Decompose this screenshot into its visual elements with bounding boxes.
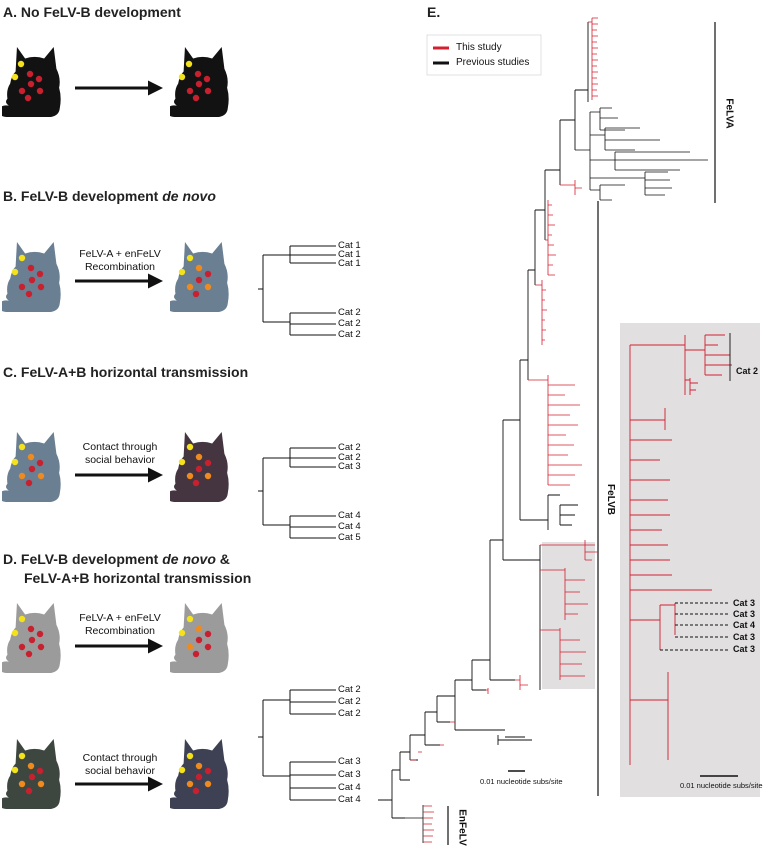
panel-e-letter: E. (427, 4, 441, 20)
panel-d-leaf: Cat 2 (338, 696, 361, 707)
panel-d-cat-bottomleft (2, 738, 61, 809)
inset-label: Cat 3 (733, 632, 756, 642)
inset-label: Cat 3 (733, 598, 756, 608)
panel-c-leaf: Cat 2 (338, 452, 361, 463)
enfelv-cluster (405, 721, 455, 843)
panel-d-heading-line2: FeLV-A+B horizontal transmission (24, 570, 252, 586)
inset-tree-black (660, 333, 731, 651)
panel-d-arrow1-line2: Recombination (84, 625, 156, 637)
panel-d-title-suffix: & (219, 551, 230, 567)
panel-d-title: FeLV-B development (20, 551, 159, 567)
panel-d-arrow2-line2: social behavior (84, 765, 156, 777)
felvb-red-branches (486, 180, 598, 694)
panel-c-leaf: Cat 4 (338, 521, 361, 532)
panel-c-leaf: Cat 3 (338, 461, 361, 472)
panel-b-title-italic: de novo (162, 188, 216, 204)
inset-label: Cat 4 (733, 620, 756, 630)
panel-d-arrow2-line1: Contact through (82, 752, 158, 764)
panel-d-leaf: Cat 3 (338, 756, 361, 767)
panel-d-letter: D. (3, 551, 17, 567)
panel-b-arrow-line1: FeLV-A + enFeLV (79, 248, 161, 260)
panel-d-title-italic: de novo (162, 551, 216, 567)
panel-b-arrow-label: FeLV-A + enFeLV Recombination (74, 248, 166, 274)
inset-label: Cat 2 (736, 366, 759, 376)
panel-b-leaf: Cat 1 (338, 258, 361, 269)
legend-this-study: This study (456, 42, 502, 53)
panel-d-leaf: Cat 4 (338, 794, 361, 805)
legend (426, 34, 542, 76)
panel-c-leaf: Cat 5 (338, 532, 361, 543)
panel-b-cat-left (2, 241, 61, 312)
panel-b-leaf: Cat 1 (338, 249, 361, 260)
panel-d-leaf: Cat 4 (338, 782, 361, 793)
felva-red-cluster (588, 17, 598, 100)
legend-previous-studies: Previous studies (456, 57, 530, 68)
panel-d-heading: D. FeLV-B development de novo & (3, 551, 230, 567)
panel-b-letter: B. (3, 188, 17, 204)
panel-d-cat-topleft (2, 602, 61, 673)
panel-b-title: FeLV-B development (20, 188, 159, 204)
panel-d-cat-bottomright (170, 738, 229, 809)
panel-d-tree (258, 689, 336, 801)
panel-d-cat-topright (170, 602, 229, 673)
clade-label-felva: FeLVA (723, 98, 735, 129)
panel-d-arrow2-label: Contact through social behavior (74, 752, 166, 778)
panel-a-title: No FeLV-B development (20, 4, 181, 20)
panel-d-arrow1-line1: FeLV-A + enFeLV (79, 612, 161, 624)
main-scale-label: 0.01 nucleotide subs/site (480, 777, 563, 786)
panel-c-arrow-line2: social behavior (84, 454, 156, 466)
panel-c-leaf: Cat 4 (338, 510, 361, 521)
panel-b-leaf: Cat 2 (338, 307, 361, 318)
main-tree-backbone (378, 22, 589, 819)
panel-a-cat-left (2, 46, 61, 117)
panel-a-heading: A. No FeLV-B development (3, 4, 181, 20)
panel-d-leaf: Cat 3 (338, 769, 361, 780)
panel-b-arrow-line2: Recombination (84, 261, 156, 273)
panel-b-leaf: Cat 2 (338, 318, 361, 329)
panel-c-arrow-label: Contact through social behavior (74, 441, 166, 467)
clade-label-felvb: FeLVB (604, 484, 616, 515)
inset-tree (629, 334, 732, 765)
panel-b-cat-right (170, 241, 229, 312)
inset-label: Cat 3 (733, 644, 756, 654)
panel-d-leaf: Cat 2 (338, 684, 361, 695)
panel-c-cat-left (2, 431, 61, 502)
panel-c-title: FeLV-A+B horizontal transmission (20, 364, 249, 380)
panel-c-leaf: Cat 2 (338, 442, 361, 453)
panel-c-cat-right (170, 431, 229, 502)
panel-c-tree (258, 447, 336, 539)
panel-c-letter: C. (3, 364, 17, 380)
panel-a-cat-right (170, 46, 229, 117)
inset-label: Cat 3 (733, 609, 756, 619)
panel-b-heading: B. FeLV-B development de novo (3, 188, 216, 204)
panel-c-arrow-line1: Contact through (82, 441, 158, 453)
felva-cluster (575, 107, 708, 201)
panel-c-heading: C. FeLV-A+B horizontal transmission (3, 364, 248, 380)
inset-scale-label: 0.01 nucleotide subs/site (680, 781, 763, 790)
panel-a-letter: A. (3, 4, 17, 20)
clade-label-enfelv: EnFeLV (456, 809, 468, 846)
panel-d-leaf: Cat 2 (338, 708, 361, 719)
panel-b-leaf: Cat 1 (338, 240, 361, 251)
panel-b-leaf: Cat 2 (338, 329, 361, 340)
panel-b-tree (258, 245, 336, 336)
panel-d-arrow1-label: FeLV-A + enFeLV Recombination (74, 612, 166, 638)
highlight-box (542, 542, 595, 689)
